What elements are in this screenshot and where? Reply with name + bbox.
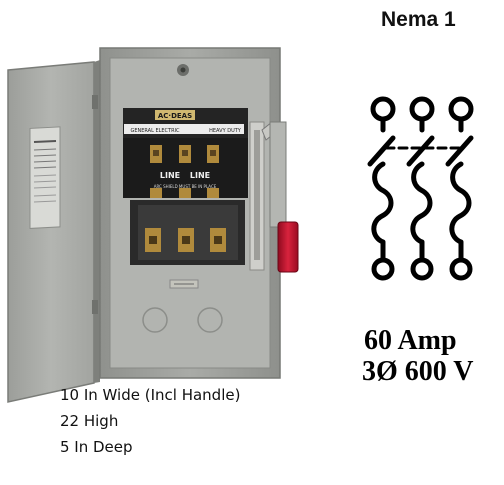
product-photo: AC·DEAS GENERAL ELECTRIC HEAVY DUTY LINE…	[7, 47, 299, 403]
brand-plate	[155, 110, 195, 120]
schematic-pole-2	[406, 96, 435, 281]
dimension-width: 10 In Wide (Incl Handle)	[60, 386, 241, 404]
arc-shield-warning: ARC SHIELD MUST BE IN PLACE	[154, 184, 217, 189]
load-terminals	[145, 228, 226, 252]
red-handle	[277, 221, 299, 273]
fuse-clips	[150, 188, 219, 198]
duty-label: HEAVY DUTY	[209, 128, 242, 134]
line-label-right: LINE	[190, 171, 210, 180]
door-label	[29, 126, 61, 229]
dimension-depth: 5 In Deep	[60, 438, 133, 456]
maker-label: GENERAL ELECTRIC	[130, 128, 180, 134]
dimension-height: 22 High	[60, 412, 119, 430]
voltage-rating: 3Ø 600 V	[362, 356, 474, 387]
schematic-pole-1	[367, 96, 396, 281]
line-terminals	[150, 145, 219, 163]
line-label-left: LINE	[160, 171, 180, 180]
switch-schematic	[367, 96, 474, 281]
switch-assembly: AC·DEAS GENERAL ELECTRIC HEAVY DUTY LINE…	[123, 108, 248, 265]
schematic-pole-3	[445, 96, 474, 281]
enclosure-door	[7, 60, 100, 403]
operating-handle	[249, 121, 299, 273]
amperage-rating: 60 Amp	[364, 325, 457, 356]
brand-label: AC·DEAS	[158, 112, 192, 120]
enclosure-rating: Nema 1	[381, 8, 456, 31]
